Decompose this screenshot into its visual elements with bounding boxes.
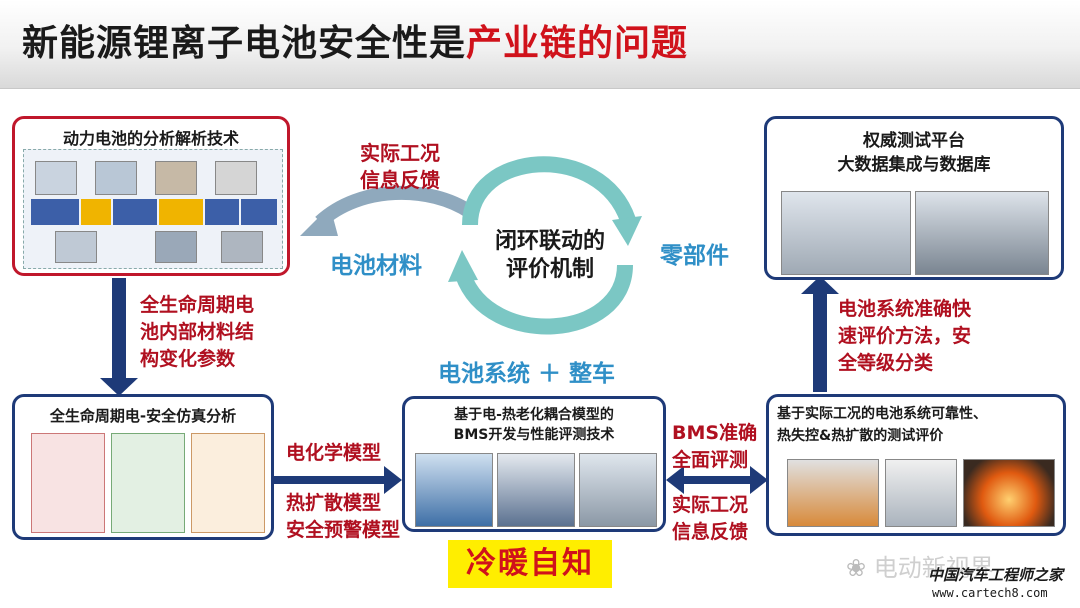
up-arrow-shaft — [813, 292, 827, 392]
bms-line2: BMS开发与性能评测技术 — [453, 427, 615, 443]
fast-eval-line2: 速评价方法，安 — [838, 325, 972, 347]
test-box: 基于实际工况的电池系统可靠性、 热失控&热扩散的测试评价 — [766, 394, 1066, 536]
feedback-arc-arrow — [315, 185, 474, 228]
feedback-arc-head — [300, 206, 338, 236]
sim-panel-electrochem — [111, 433, 185, 533]
badge: 冷暖自知 — [448, 540, 612, 588]
analysis-stage-2 — [81, 199, 111, 225]
slide-title: 新能源锂离子电池安全性是产业链的问题 — [22, 14, 688, 66]
platform-line2: 大数据集成与数据库 — [837, 155, 991, 175]
title-highlight: 产业链的问题 — [466, 23, 689, 64]
feedback-bottom-line1: 实际工况 — [672, 494, 749, 516]
lifecycle-params-label: 全生命周期电 池内部材料结 构变化参数 — [140, 292, 254, 373]
analysis-thumb-1 — [35, 161, 77, 195]
sim-panel-thermal — [191, 433, 265, 533]
double-arrow-head-left — [666, 466, 684, 494]
bms-eval-line1: BMS准确 — [672, 422, 758, 444]
analysis-box-title: 动力电池的分析解析技术 — [62, 129, 239, 148]
simulation-title: 全生命周期电-安全仿真分析 — [49, 407, 237, 425]
fast-eval-line1: 电池系统准确快 — [838, 298, 972, 320]
analysis-stage-6 — [241, 199, 277, 225]
analysis-stage-3 — [113, 199, 157, 225]
test-line2: 热失控&热扩散的测试评价 — [777, 428, 944, 444]
double-arrow-shaft — [680, 476, 752, 484]
watermark-site-url: www.cartech8.com — [932, 586, 1048, 600]
title-main: 新能源锂离子电池安全性是 — [22, 23, 467, 64]
cycle-line2: 评价机制 — [505, 257, 594, 282]
bms-eval-label: BMS准确 全面评测 — [672, 420, 757, 474]
bms-photo-3 — [579, 453, 657, 527]
bms-title: 基于电-热老化耦合模型的 BMS开发与性能评测技术 — [405, 405, 663, 445]
watermark-channel: ❀ 电动新视界 — [846, 548, 994, 583]
title-bar: 新能源锂离子电池安全性是产业链的问题 — [0, 0, 1080, 89]
feedback-bottom-line2: 信息反馈 — [672, 521, 749, 543]
feedback-top-line2: 信息反馈 — [360, 168, 440, 192]
test-title: 基于实际工况的电池系统可靠性、 热失控&热扩散的测试评价 — [769, 403, 1063, 447]
test-photo-fire — [963, 459, 1055, 527]
fast-eval-label: 电池系统准确快 速评价方法，安 全等级分类 — [838, 296, 971, 377]
simulation-box: 全生命周期电-安全仿真分析 — [12, 394, 274, 540]
platform-title: 权威测试平台 大数据集成与数据库 — [767, 129, 1061, 177]
bms-line1: 基于电-热老化耦合模型的 — [454, 407, 614, 423]
cycle-arc-top-head — [612, 216, 642, 246]
lifecycle-params-line1: 全生命周期电 — [140, 294, 255, 316]
cycle-line1: 闭环联动的 — [494, 229, 605, 254]
fast-eval-line3: 全等级分类 — [838, 352, 934, 374]
test-line1: 基于实际工况的电池系统可靠性、 — [777, 406, 987, 422]
platform-line1: 权威测试平台 — [863, 131, 965, 151]
sim-panel-aging — [31, 433, 105, 533]
thermal-models-line1: 热扩散模型 — [286, 492, 382, 514]
bms-box: 基于电-热老化耦合模型的 BMS开发与性能评测技术 — [402, 396, 666, 532]
system-vehicle-label: 电池系统 ＋ 整车 — [438, 361, 616, 387]
lifecycle-params-line2: 池内部材料结 — [140, 321, 255, 343]
electrochem-model-label: 电化学模型 — [286, 442, 382, 464]
analysis-box: 动力电池的分析解析技术 — [12, 116, 290, 276]
cycle-arc-top — [462, 156, 636, 226]
thermal-models-line2: 安全预警模型 — [286, 519, 401, 541]
feedback-top-line1: 实际工况 — [360, 141, 440, 165]
lifecycle-params-line3: 构变化参数 — [140, 348, 236, 370]
analysis-thumb-7 — [221, 231, 263, 263]
watermark-channel-text: 电动新视界 — [873, 554, 994, 582]
down-arrow-head — [100, 378, 138, 396]
analysis-thumb-5 — [55, 231, 97, 263]
cycle-arc-bottom — [455, 264, 633, 335]
thermal-models-label: 热扩散模型 安全预警模型 — [286, 490, 400, 544]
analysis-stage-4 — [159, 199, 203, 225]
analysis-thumb-3 — [155, 161, 197, 195]
bms-photo-2 — [497, 453, 575, 527]
analysis-stage-1 — [31, 199, 79, 225]
right-arrow-shaft — [270, 476, 388, 484]
bms-eval-line2: 全面评测 — [672, 449, 749, 471]
test-photo-chamber — [787, 459, 879, 527]
right-arrow-head — [384, 466, 402, 494]
cycle-label: 闭环联动的 评价机制 — [480, 228, 620, 284]
test-photo-equipment — [885, 459, 957, 527]
platform-box: 权威测试平台 大数据集成与数据库 — [764, 116, 1064, 280]
feedback-bottom-label: 实际工况 信息反馈 — [672, 492, 748, 546]
bms-photo-1 — [415, 453, 493, 527]
analysis-thumb-2 — [95, 161, 137, 195]
analysis-stage-5 — [205, 199, 239, 225]
platform-photo-rig — [915, 191, 1049, 275]
down-arrow-shaft — [112, 278, 126, 380]
analysis-thumb-6 — [155, 231, 197, 263]
cell-material-label: 电池材料 — [330, 253, 422, 279]
platform-photo-lab — [781, 191, 911, 275]
double-arrow-head-right — [750, 466, 768, 494]
component-label: 零部件 — [660, 243, 729, 269]
wechat-icon: ❀ — [846, 554, 867, 582]
feedback-top-label: 实际工况 信息反馈 — [360, 140, 440, 194]
up-arrow-head — [801, 276, 839, 294]
analysis-thumb-4 — [215, 161, 257, 195]
watermark-site-name: 中国汽车工程师之家 — [928, 566, 1064, 584]
cycle-arc-bottom-head — [448, 250, 478, 282]
